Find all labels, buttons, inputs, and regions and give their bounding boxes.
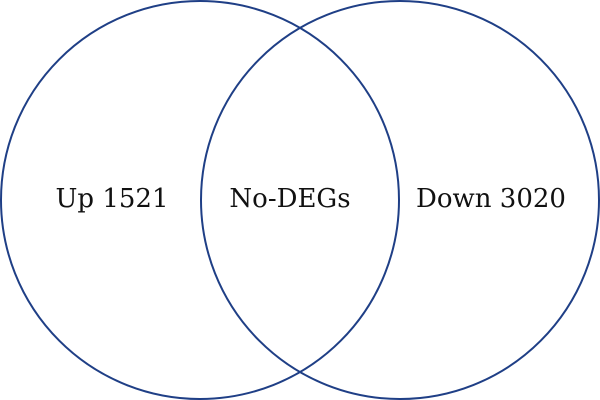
left-set-label: Up 1521 — [56, 184, 169, 214]
left-set-circle — [0, 0, 400, 400]
right-set-circle — [200, 0, 600, 400]
right-set-label: Down 3020 — [416, 184, 566, 214]
intersection-label: No-DEGs — [229, 184, 350, 214]
